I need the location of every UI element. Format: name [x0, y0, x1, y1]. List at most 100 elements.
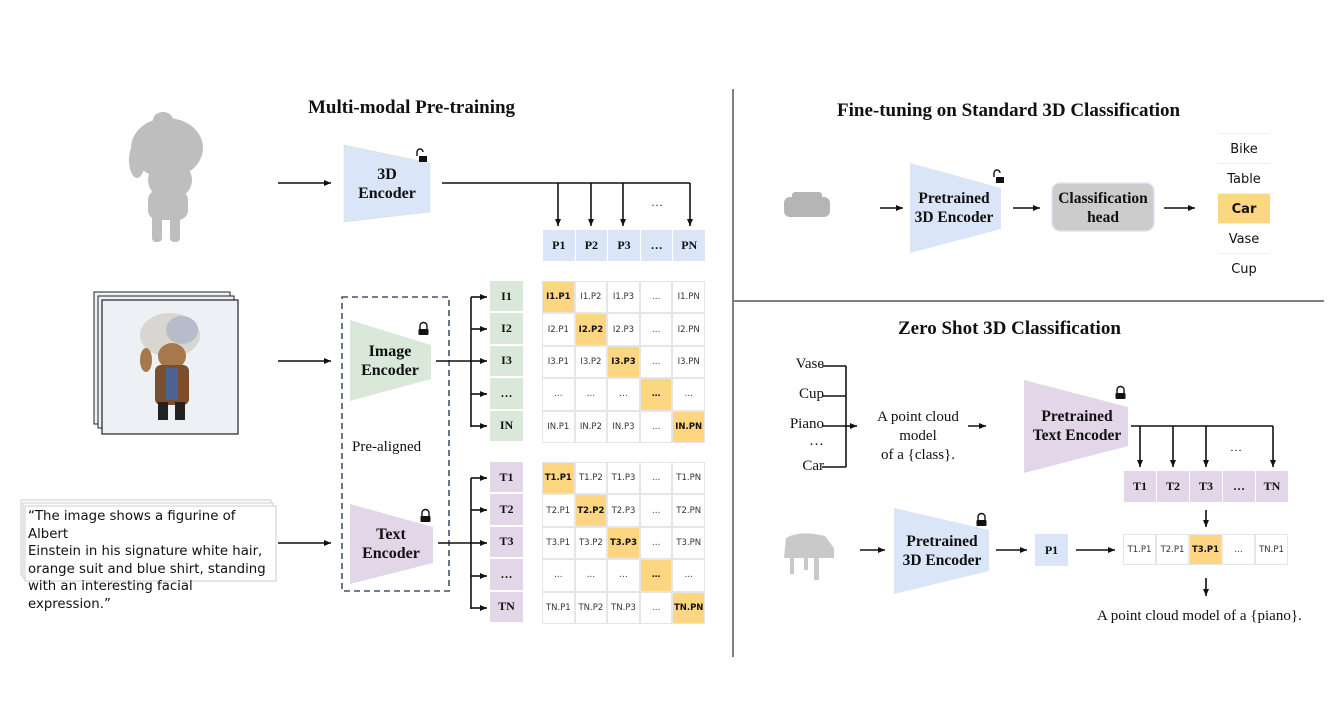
similarity-cell: …	[542, 378, 575, 411]
similarity-cell: …	[574, 559, 608, 592]
similarity-cell: …	[542, 559, 575, 592]
similarity-cell: …	[639, 494, 673, 527]
text-feature-cell: T3	[490, 526, 523, 560]
matched-pair-cell: T2.P2	[574, 494, 608, 527]
3d-encoder-shape	[343, 144, 431, 223]
lock-icon-image-encoder	[418, 321, 429, 335]
image-feature-cell: IN	[490, 410, 523, 443]
class-name: …	[809, 433, 824, 449]
similarity-cell: I1.PN	[672, 281, 705, 314]
point-feature-cell: PN	[673, 230, 706, 261]
3d-encoder: 3D Encoder	[358, 166, 416, 202]
score-cell: …	[1222, 534, 1255, 565]
similarity-cell: I2.PN	[672, 313, 705, 346]
similarity-cell: …	[672, 378, 705, 411]
zeroshot-3d-encoder-shape	[894, 508, 989, 594]
point-feature-cell: P2	[575, 230, 609, 261]
unlocked-icon-finetune-encoder	[993, 169, 1004, 183]
p-arrows	[555, 183, 693, 226]
similarity-cell: TN.P3	[607, 591, 640, 624]
zeroshot-title: Zero Shot 3D Classification	[898, 318, 1121, 339]
pretrained-3d-encoder: Pretrained 3D Encoder	[902, 533, 982, 569]
matched-pair-cell: T1.P1	[542, 462, 575, 495]
similarity-cell: I2.P3	[607, 313, 640, 346]
similarity-cell: …	[574, 378, 608, 411]
pretrained-text-encoder: Pretrained Text Encoder	[1032, 408, 1122, 444]
i-arrows	[471, 294, 487, 429]
zeroshot-text-feature-cell: T2	[1157, 471, 1190, 502]
pre-aligned-label: Pre-aligned	[352, 439, 422, 455]
piano-point-cloud	[784, 533, 834, 580]
similarity-cell: …	[639, 591, 673, 624]
similarity-cell: …	[639, 313, 673, 346]
class-item: Table	[1218, 163, 1270, 194]
similarity-cell: …	[672, 559, 705, 592]
t-arrows	[471, 475, 487, 611]
similarity-cell: T1.P2	[574, 462, 608, 495]
similarity-cell: I1.P3	[607, 281, 640, 314]
zeroshot-text-feature-cell: TN	[1256, 471, 1289, 502]
similarity-cell: …	[639, 345, 673, 379]
matched-pair-cell: …	[639, 378, 673, 411]
similarity-cell: I2.P1	[542, 313, 575, 346]
text-feature-cell: T1	[490, 462, 523, 495]
similarity-cell: …	[639, 281, 673, 314]
score-cell: T1.P1	[1123, 534, 1156, 565]
text-feature-cell: …	[490, 559, 523, 592]
class-item: Car	[1218, 193, 1270, 224]
zeroshot-p1-feature: P1	[1035, 534, 1069, 566]
zeroshot-text-feature-cell: …	[1223, 471, 1256, 502]
similarity-cell: TN.P1	[542, 591, 575, 624]
lock-icon-text-encoder	[420, 508, 431, 522]
similarity-cell: T3.P2	[574, 526, 608, 560]
text-feature-cell: T2	[490, 494, 523, 527]
similarity-cell: I3.PN	[672, 345, 705, 379]
zeroshot-result: A point cloud model of a {piano}.	[1097, 608, 1302, 624]
text-feature-cell: TN	[490, 591, 523, 624]
matched-pair-cell: IN.PN	[672, 410, 705, 443]
similarity-cell: IN.P1	[542, 410, 575, 443]
image-feature-cell: I1	[490, 281, 523, 314]
class-name: Piano	[789, 416, 824, 432]
matched-pair-cell: T3.P3	[607, 526, 640, 560]
similarity-cell: T2.P3	[607, 494, 640, 527]
finetune-pretrained-3d-encoder: Pretrained 3D Encoder	[914, 190, 994, 226]
similarity-cell: T3.P1	[542, 526, 575, 560]
score-cell: TN.P1	[1255, 534, 1288, 565]
pretraining-title: Multi-modal Pre-training	[308, 97, 516, 118]
caption-text: “The image shows a figurine of Albert Ei…	[28, 509, 266, 612]
pre-aligned-box	[341, 296, 450, 592]
point-feature-cell: P3	[608, 230, 641, 261]
finetuning-title: Fine-tuning on Standard 3D Classificatio…	[837, 100, 1181, 121]
classification-head: Classification head	[1058, 190, 1148, 226]
similarity-cell: IN.P3	[607, 410, 640, 443]
lock-icon-zeroshot-3d-encoder	[976, 512, 987, 526]
similarity-cell: TN.P2	[574, 591, 608, 624]
zeroshot-t-arrows	[1137, 426, 1276, 467]
class-bracket	[822, 365, 857, 468]
matched-pair-cell: I3.P3	[607, 345, 640, 379]
class-item: Cup	[1218, 253, 1270, 284]
point-feature-cell: …	[640, 230, 674, 261]
text-encoder: Text Encoder	[362, 526, 420, 562]
similarity-cell: …	[639, 410, 673, 443]
matched-pair-cell: TN.PN	[672, 591, 705, 624]
lock-icon-zeroshot-text-encoder	[1115, 385, 1126, 399]
zeroshot-text-feature-cell: T1	[1124, 471, 1157, 502]
similarity-cell: …	[607, 559, 640, 592]
similarity-cell: T2.P1	[542, 494, 575, 527]
similarity-cell: …	[639, 526, 673, 560]
similarity-cell: T1.PN	[672, 462, 705, 495]
class-item: Vase	[1218, 223, 1270, 254]
matched-pair-cell: I2.P2	[574, 313, 608, 346]
point-feature-cell: P1	[543, 230, 576, 261]
zeroshot-text-encoder-shape	[1024, 380, 1128, 473]
similarity-cell: T1.P3	[607, 462, 640, 495]
classification-head-shape	[1051, 182, 1155, 232]
class-item: Bike	[1218, 133, 1270, 164]
similarity-cell: …	[607, 378, 640, 411]
einstein-figurine-image	[140, 313, 200, 420]
image-feature-cell: …	[490, 378, 523, 411]
class-name: Cup	[798, 386, 824, 402]
